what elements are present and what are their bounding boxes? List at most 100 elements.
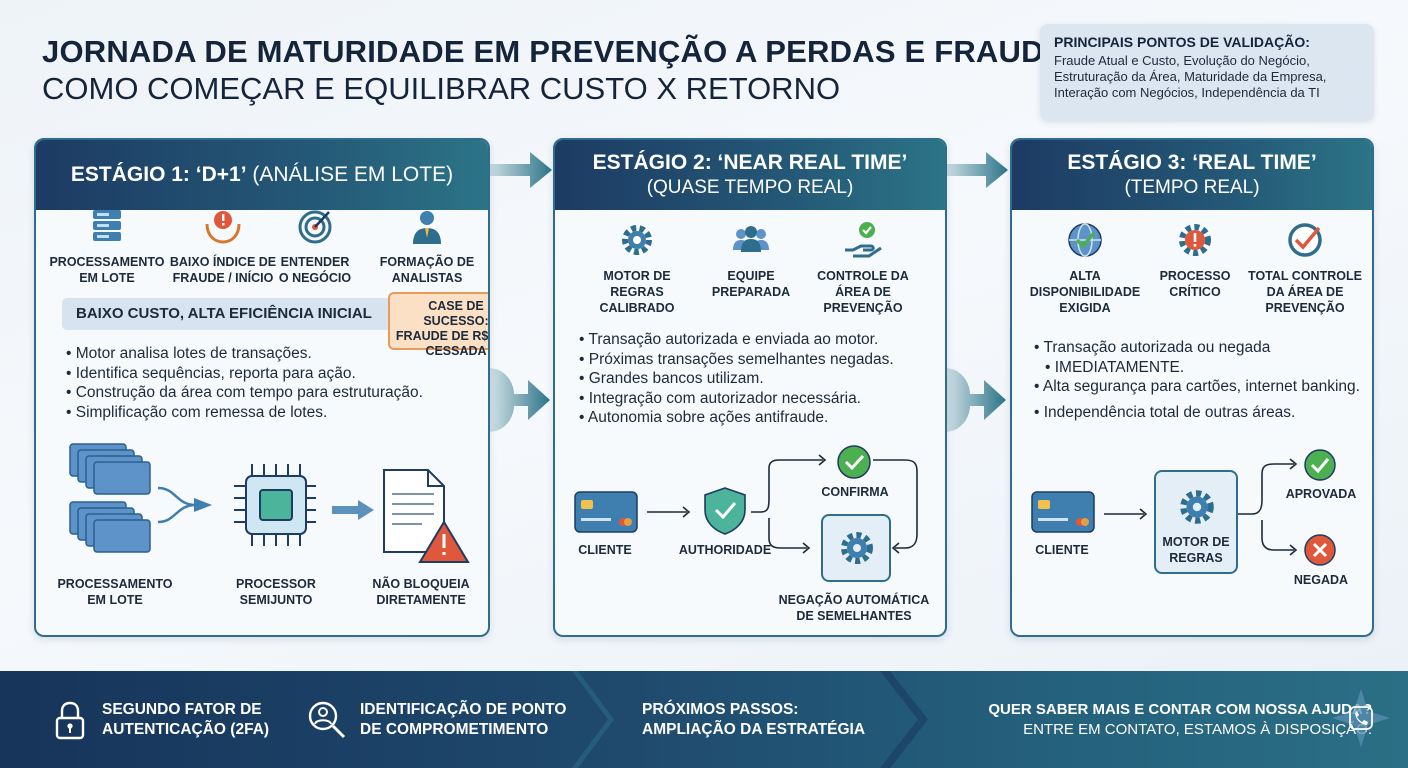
stage-3-bullets: Transação autorizada ou negada IMEDIATAM… xyxy=(1034,338,1372,423)
footer-divider xyxy=(880,671,928,768)
target-icon xyxy=(298,210,332,244)
shield-check-icon xyxy=(704,487,746,535)
stage-2-panel: ESTÁGIO 2: ‘NEAR REAL TIME’ (QUASE TEMPO… xyxy=(553,138,947,637)
processor-chip-icon xyxy=(234,464,316,546)
hand-check-icon xyxy=(845,222,882,258)
bullet-item: Simplificação com remessa de lotes. xyxy=(66,403,486,423)
title-line-2: COMO COMEÇAR E EQUILIBRAR CUSTO X RETORN… xyxy=(42,71,841,106)
stage-2-subtitle: (QUASE TEMPO REAL) xyxy=(646,177,854,198)
validation-line-1: Fraude Atual e Custo, Evolução do Negóci… xyxy=(1054,53,1310,68)
flow-arrow-icon xyxy=(157,486,212,524)
bullet-item: Transação autorizada e enviada ao motor. xyxy=(579,330,945,350)
footer-item-contact[interactable]: QUER SABER MAIS E CONTAR COM NOSSA AJUDA… xyxy=(988,700,1372,738)
authority-label: AUTHORIDADE xyxy=(678,543,772,557)
globe-check-icon xyxy=(1068,223,1102,257)
x-circle-icon xyxy=(1304,534,1336,566)
denied-label: NEGADA xyxy=(1293,573,1349,587)
validation-points-box: PRINCIPAIS PONTOS DE VALIDAÇÃO: Fraude A… xyxy=(1040,24,1374,120)
flow-arrow-icon xyxy=(332,500,374,520)
success-case-callout: CASE DE SUCESSO:FRAUDE DE R$ 2 MICESSADA xyxy=(388,292,488,358)
stage-3-flow-lines xyxy=(1104,458,1298,556)
credit-card-icon xyxy=(1031,491,1095,533)
validation-line-2: Estruturação da Área, Maturidade da Empr… xyxy=(1054,69,1327,84)
stage-arrow-1-bottom xyxy=(488,368,550,432)
search-user-icon xyxy=(308,701,346,738)
hands-alert-icon xyxy=(205,211,241,244)
stage-2-title: ESTÁGIO 2: ‘NEAR REAL TIME’ xyxy=(592,151,908,174)
stage-3-header: ESTÁGIO 3: ‘REAL TIME’ (TEMPO REAL) xyxy=(1012,140,1372,210)
bullet-item: Identifica sequências, reporta para ação… xyxy=(66,364,486,384)
phone-icon[interactable] xyxy=(1330,687,1392,749)
page-title: JORNADA DE MATURIDADE EM PREVENÇÃO A PER… xyxy=(42,34,1096,108)
stage-1-subtitle: (ANÁLISE EM LOTE) xyxy=(246,163,454,186)
lock-icon xyxy=(55,701,85,739)
bullet-item: Grandes bancos utilizam. xyxy=(579,369,945,389)
stage-2-header: ESTÁGIO 2: ‘NEAR REAL TIME’ (QUASE TEMPO… xyxy=(555,140,945,210)
bullet-item: Motor analisa lotes de transações. xyxy=(66,344,486,364)
team-icon xyxy=(733,226,769,252)
bullet-item: Autonomia sobre ações antifraude. xyxy=(579,408,945,428)
validation-heading: PRINCIPAIS PONTOS DE VALIDAÇÃO: xyxy=(1054,34,1310,50)
badge-check-icon xyxy=(1288,223,1322,257)
bullet-item: Próximas transações semelhantes negadas. xyxy=(579,350,945,370)
gear-icon xyxy=(1180,490,1214,524)
title-line-1: JORNADA DE MATURIDADE EM PREVENÇÃO A PER… xyxy=(42,34,1096,69)
gear-alert-icon xyxy=(1179,224,1211,256)
stage-1-bullets: Motor analisa lotes de transações. Ident… xyxy=(66,344,486,422)
auto-deny-box xyxy=(821,514,891,582)
stage-3-subtitle: (TEMPO REAL) xyxy=(1124,177,1260,198)
bullet-item-continuation: IMEDIATAMENTE. xyxy=(1034,358,1372,378)
footer-divider xyxy=(572,671,614,768)
client-label: CLIENTE xyxy=(1035,543,1089,557)
gear-icon xyxy=(622,225,652,255)
bullet-item: Construção da área com tempo para estrut… xyxy=(66,383,486,403)
bullet-item: Transação autorizada ou negada xyxy=(1034,338,1372,358)
stage-arrow-2-top xyxy=(946,152,1008,188)
footer-item-next-steps: PRÓXIMOS PASSOS:AMPLIAÇÃO DA ESTRATÉGIA xyxy=(642,700,866,738)
stage-3-panel: ESTÁGIO 3: ‘REAL TIME’ (TEMPO REAL) ALTA… xyxy=(1010,138,1374,637)
stage-2-flow-lines xyxy=(647,454,918,554)
bullet-item: Integração com autorizador necessária. xyxy=(579,389,945,409)
document-warning-icon xyxy=(383,469,470,563)
stage-2-bullets: Transação autorizada e enviada ao motor.… xyxy=(579,330,945,428)
validation-line-3: Interação com Negócios, Independência da… xyxy=(1054,85,1320,100)
bullet-item: Independência total de outras áreas. xyxy=(1034,403,1372,423)
stage-1-title: ESTÁGIO 1: ‘D+1’ xyxy=(70,163,247,186)
stage-arrow-2-bottom xyxy=(944,368,1006,432)
analyst-icon xyxy=(413,211,441,244)
bullet-item: Alta segurança para cartões, internet ba… xyxy=(1034,377,1372,397)
server-icon xyxy=(93,210,121,241)
check-circle-icon xyxy=(837,445,871,479)
low-cost-banner: BAIXO CUSTO, ALTA EFICIÊNCIA INICIAL xyxy=(62,298,396,330)
stage-1-header: ESTÁGIO 1: ‘D+1’ (ANÁLISE EM LOTE) xyxy=(36,140,488,210)
batch-stack-icon xyxy=(69,443,151,553)
gear-icon xyxy=(841,532,873,564)
check-circle-icon xyxy=(1304,449,1336,481)
approved-label: APROVADA xyxy=(1285,487,1357,501)
confirm-label: CONFIRMA xyxy=(821,485,889,499)
stage-arrow-1-top xyxy=(490,152,552,188)
stage-3-title: ESTÁGIO 3: ‘REAL TIME’ xyxy=(1067,151,1317,174)
client-label: CLIENTE xyxy=(578,543,632,557)
credit-card-icon xyxy=(574,491,638,533)
stage-1-panel: ESTÁGIO 1: ‘D+1’ (ANÁLISE EM LOTE) PROCE… xyxy=(34,138,490,637)
